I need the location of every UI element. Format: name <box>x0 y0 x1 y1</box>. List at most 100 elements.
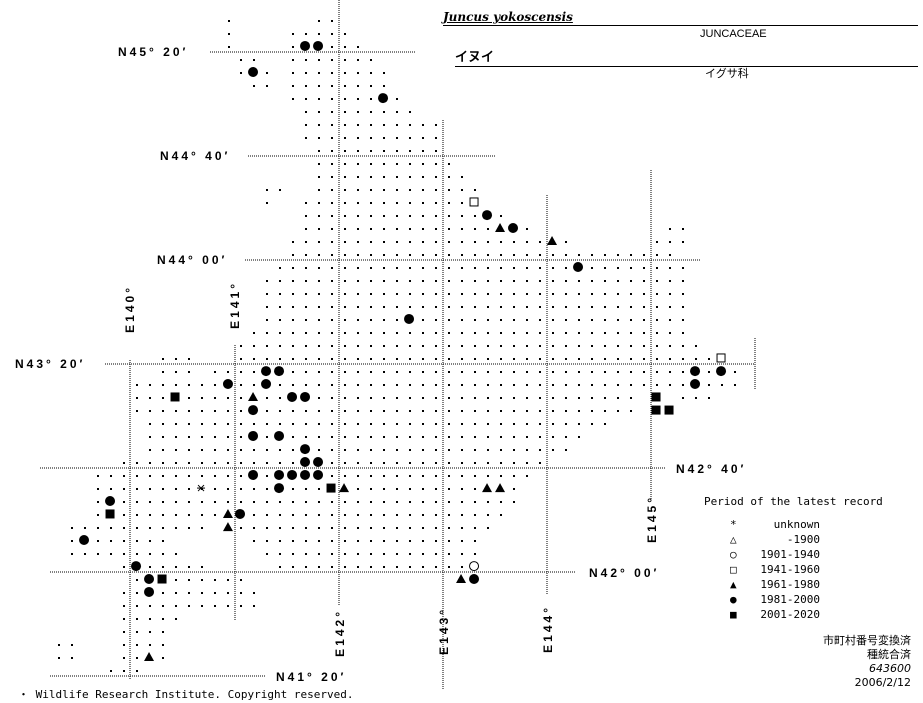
grid-dot <box>422 293 424 295</box>
grid-dot <box>331 280 333 282</box>
note-species: 種統合済 <box>867 648 911 661</box>
grid-dot <box>604 423 606 425</box>
grid-dot <box>240 462 242 464</box>
grid-dot <box>214 605 216 607</box>
grid-dot <box>292 267 294 269</box>
filled-circle-marker <box>690 366 701 377</box>
grid-dot <box>266 449 268 451</box>
grid-dot <box>240 449 242 451</box>
filled-square-marker <box>651 405 661 415</box>
filled-circle-marker <box>274 366 285 377</box>
grid-dot <box>383 566 385 568</box>
processing-notes: 市町村番号変換済 種統合済 643600 2006/2/12 <box>823 634 911 690</box>
grid-dot <box>370 475 372 477</box>
grid-dot <box>630 332 632 334</box>
grid-dot <box>357 319 359 321</box>
grid-dot <box>305 332 307 334</box>
grid-dot <box>344 449 346 451</box>
grid-dot <box>435 254 437 256</box>
grid-dot <box>396 124 398 126</box>
grid-dot <box>435 566 437 568</box>
grid-dot <box>396 189 398 191</box>
grid-dot <box>331 241 333 243</box>
grid-dot <box>409 423 411 425</box>
grid-dot <box>422 150 424 152</box>
grid-dot <box>565 280 567 282</box>
grid-dot <box>305 293 307 295</box>
grid-dot <box>435 514 437 516</box>
grid-dot <box>110 553 112 555</box>
grid-dot <box>474 228 476 230</box>
grid-dot <box>188 527 190 529</box>
filled-square-marker <box>170 392 180 402</box>
grid-dot <box>123 670 125 672</box>
grid-dot <box>201 566 203 568</box>
grid-dot <box>175 527 177 529</box>
legend-label: unknown <box>773 518 820 531</box>
grid-dot <box>370 267 372 269</box>
grid-dot <box>422 228 424 230</box>
grid-dot <box>318 215 320 217</box>
grid-dot <box>396 553 398 555</box>
grid-dot <box>305 241 307 243</box>
grid-dot <box>669 267 671 269</box>
grid-dot <box>448 475 450 477</box>
grid-dot <box>591 423 593 425</box>
grid-dot <box>357 436 359 438</box>
grid-dot <box>526 462 528 464</box>
grid-dot <box>318 280 320 282</box>
grid-dot <box>292 241 294 243</box>
grid-dot <box>617 254 619 256</box>
grid-dot <box>461 280 463 282</box>
grid-dot <box>344 319 346 321</box>
filled-square-marker <box>664 405 674 415</box>
grid-dot <box>448 215 450 217</box>
grid-dot <box>123 488 125 490</box>
grid-dot <box>422 267 424 269</box>
grid-dot <box>162 488 164 490</box>
grid-dot <box>500 397 502 399</box>
filled-circle-marker <box>300 444 311 455</box>
grid-dot <box>357 540 359 542</box>
grid-dot <box>630 254 632 256</box>
grid-dot <box>136 605 138 607</box>
grid-dot <box>357 410 359 412</box>
note-municipality: 市町村番号変換済 <box>823 634 911 647</box>
scientific-name: Juncus yokoscensis <box>443 10 573 24</box>
grid-dot <box>396 384 398 386</box>
grid-dot <box>292 59 294 61</box>
grid-dot <box>227 579 229 581</box>
filled-circle-marker <box>248 67 259 78</box>
grid-dot <box>500 332 502 334</box>
grid-dot <box>695 345 697 347</box>
grid-dot <box>240 488 242 490</box>
grid-dot <box>344 514 346 516</box>
grid-dot <box>136 644 138 646</box>
grid-dot <box>435 163 437 165</box>
grid-dot <box>305 215 307 217</box>
grid-dot <box>318 189 320 191</box>
grid-dot <box>487 293 489 295</box>
grid-dot <box>279 280 281 282</box>
grid-dot <box>461 527 463 529</box>
grid-dot <box>448 527 450 529</box>
grid-dot <box>383 319 385 321</box>
grid-dot <box>461 462 463 464</box>
grid-dot <box>630 306 632 308</box>
grid-dot <box>448 163 450 165</box>
grid-dot <box>110 670 112 672</box>
grid-dot <box>188 423 190 425</box>
grid-dot <box>292 553 294 555</box>
grid-dot <box>513 501 515 503</box>
grid-dot <box>201 462 203 464</box>
grid-dot <box>110 540 112 542</box>
grid-dot <box>461 449 463 451</box>
grid-dot <box>565 293 567 295</box>
grid-dot <box>448 332 450 334</box>
grid-dot <box>487 267 489 269</box>
grid-dot <box>409 267 411 269</box>
grid-dot <box>253 59 255 61</box>
grid-dot <box>188 579 190 581</box>
grid-dot <box>552 267 554 269</box>
grid-dot <box>279 501 281 503</box>
